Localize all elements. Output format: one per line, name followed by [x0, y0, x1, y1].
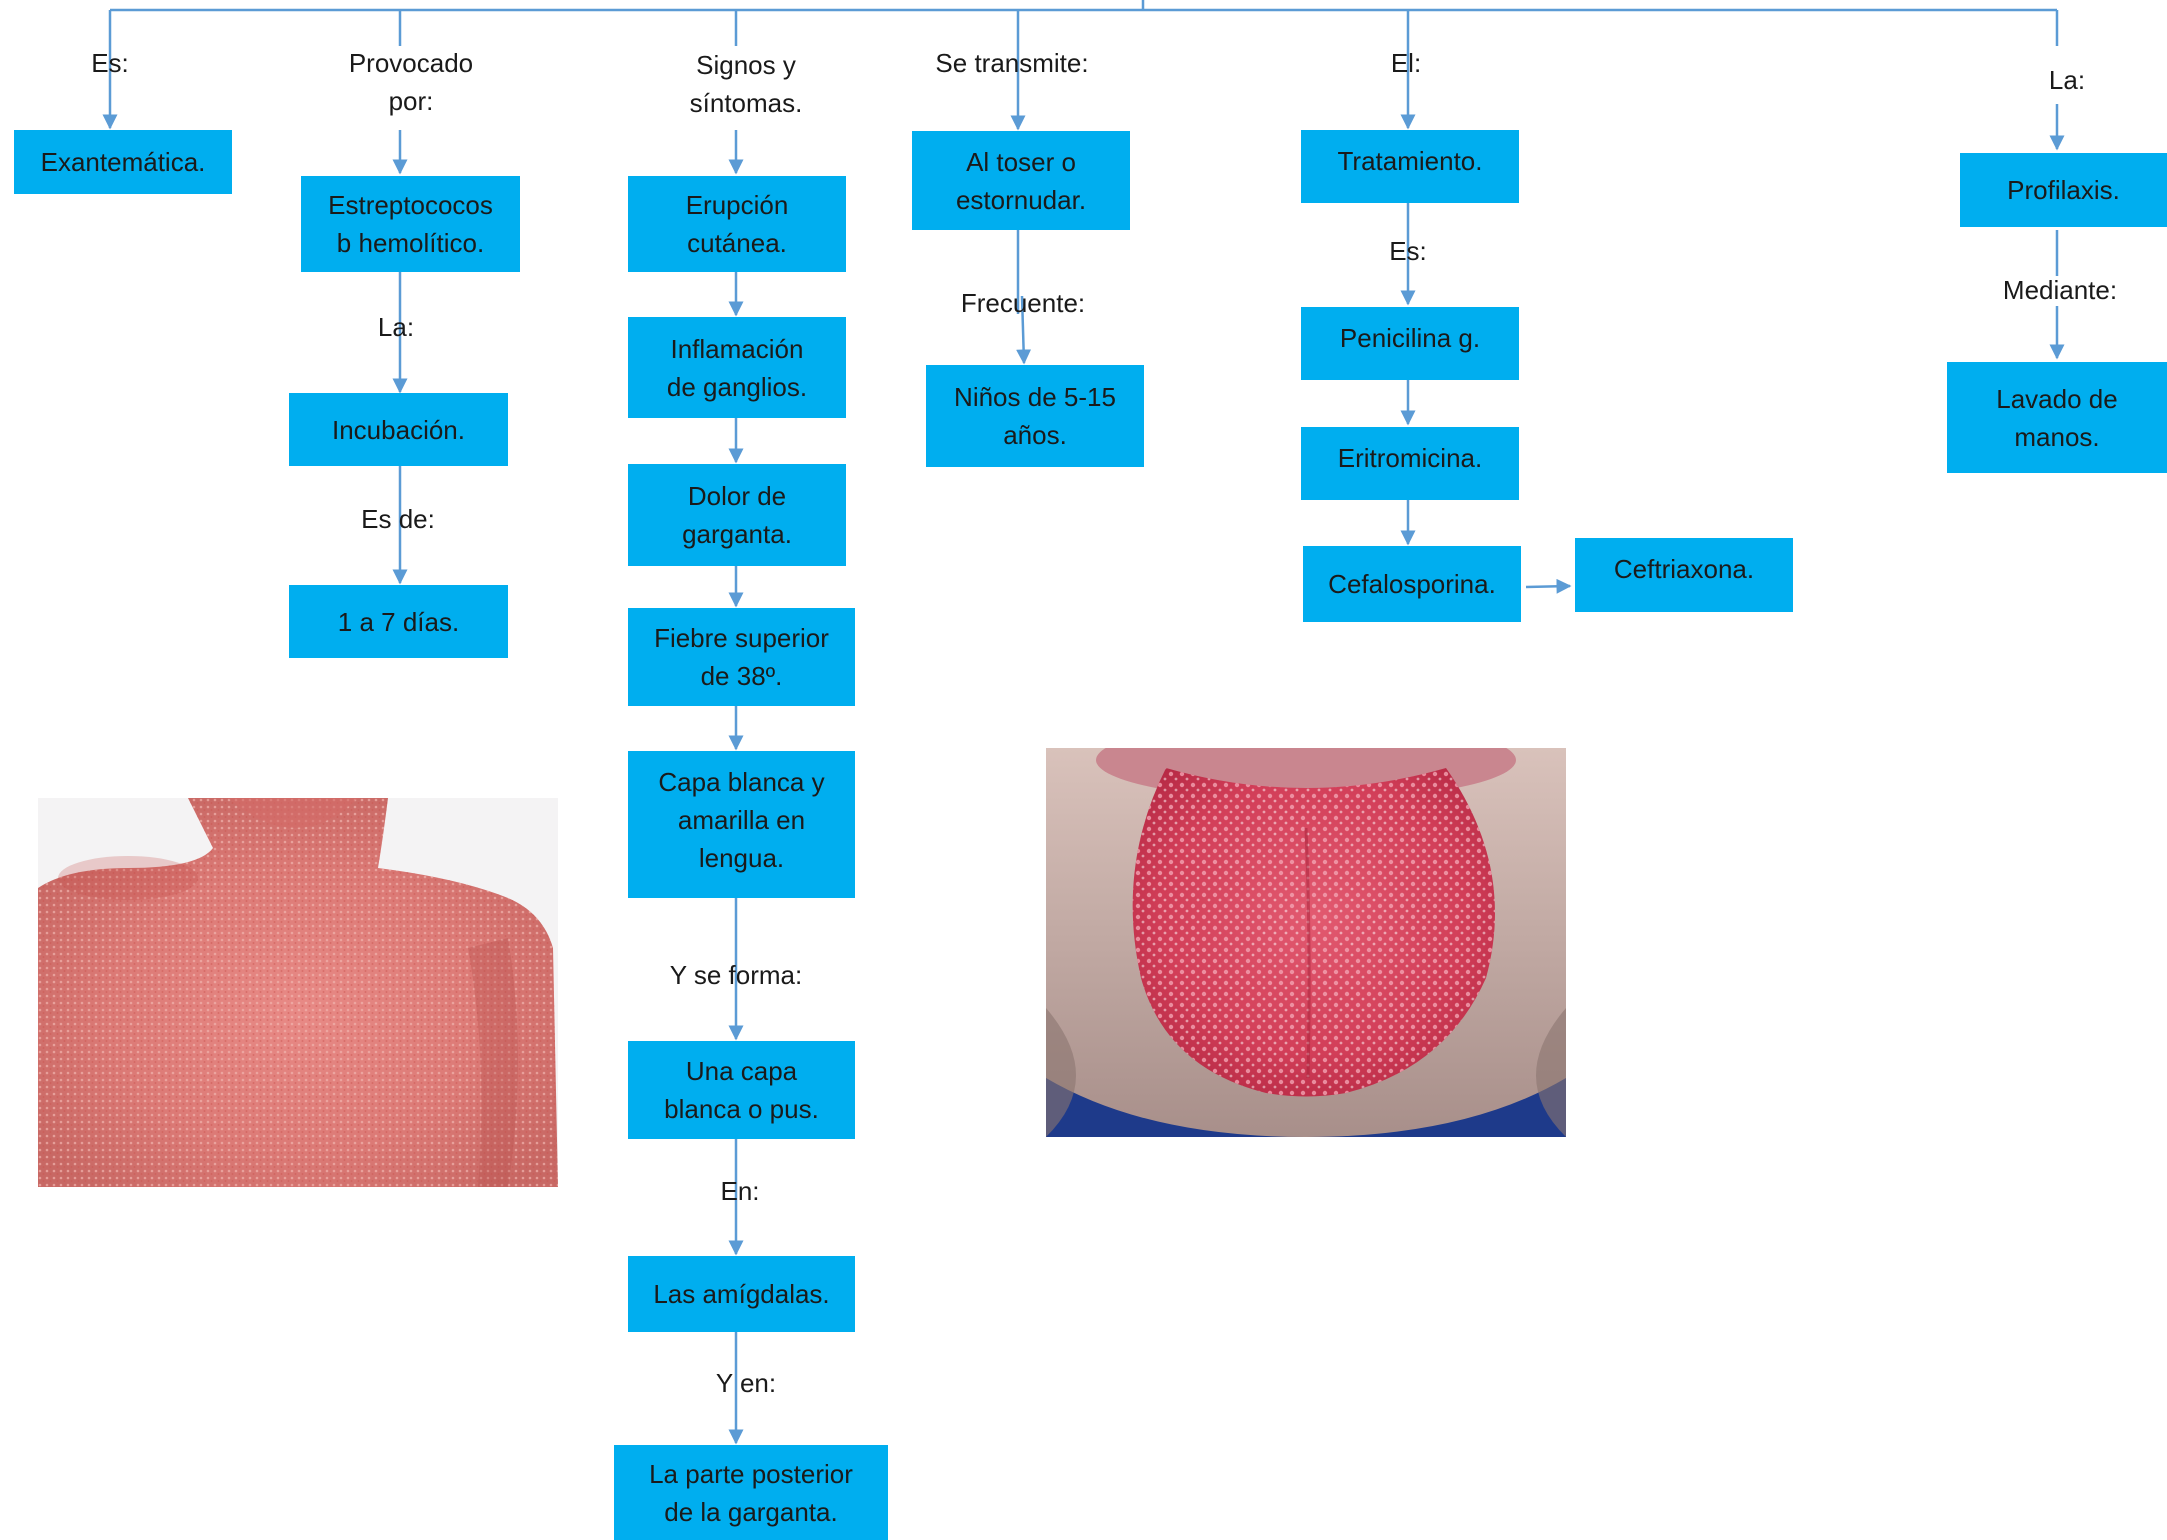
chest-rash-photo	[38, 798, 558, 1187]
node-incubacion: Incubación.	[289, 393, 508, 466]
label-es-de: Es de:	[361, 500, 435, 538]
label-en: En:	[720, 1172, 759, 1210]
node-lavado: Lavado de manos.	[1947, 362, 2167, 473]
label-la-profilaxis: La:	[2049, 61, 2085, 99]
label-mediante: Mediante:	[2003, 271, 2117, 309]
label-y-se-forma: Y se forma:	[670, 956, 802, 994]
node-parte-posterior: La parte posterior de la garganta.	[614, 1445, 888, 1540]
label-y-en: Y en:	[716, 1364, 776, 1402]
node-amigdalas: Las amígdalas.	[628, 1256, 855, 1332]
node-cefalosporina: Cefalosporina.	[1303, 546, 1521, 622]
node-toser: Al toser o estornudar.	[912, 131, 1130, 230]
node-ninos: Niños de 5-15 años.	[926, 365, 1144, 467]
strawberry-tongue-photo	[1046, 748, 1566, 1137]
node-estreptococos: Estreptococos b hemolítico.	[301, 176, 520, 272]
node-ceftriaxona: Ceftriaxona.	[1575, 538, 1793, 612]
node-exantematica: Exantemática.	[14, 130, 232, 194]
node-fiebre: Fiebre superior de 38º.	[628, 608, 855, 706]
label-provocado-por: Provocado por:	[349, 44, 473, 120]
node-erupcion: Erupción cutánea.	[628, 176, 846, 272]
node-tratamiento: Tratamiento.	[1301, 130, 1519, 203]
label-es-tratamiento: Es:	[1389, 232, 1427, 270]
label-signos-sintomas: Signos y síntomas.	[690, 46, 803, 122]
node-capa-pus: Una capa blanca o pus.	[628, 1041, 855, 1139]
node-penicilina: Penicilina g.	[1301, 307, 1519, 380]
label-el: El:	[1391, 44, 1421, 82]
node-eritromicina: Eritromicina.	[1301, 427, 1519, 500]
node-inflamacion: Inflamación de ganglios.	[628, 317, 846, 418]
node-dolor-garganta: Dolor de garganta.	[628, 464, 846, 566]
node-dias: 1 a 7 días.	[289, 585, 508, 658]
label-se-transmite: Se transmite:	[935, 44, 1088, 82]
node-profilaxis: Profilaxis.	[1960, 153, 2167, 227]
label-es: Es:	[91, 44, 129, 82]
label-la: La:	[378, 308, 414, 346]
node-capa-lengua: Capa blanca y amarilla en lengua.	[628, 751, 855, 898]
label-frecuente: Frecuente:	[961, 284, 1085, 322]
